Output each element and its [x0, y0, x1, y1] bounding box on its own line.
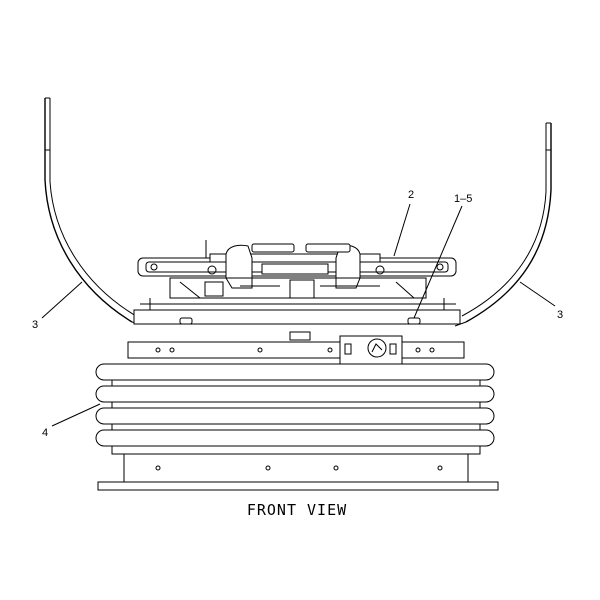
callout-seat-top-assembly: 2	[408, 189, 414, 201]
callout-left-side-panel: 3	[32, 319, 38, 331]
bellows	[95, 363, 495, 455]
seat-top-assembly	[137, 240, 457, 299]
seat-base-plate	[127, 298, 465, 365]
leader-lines	[41, 203, 556, 427]
callout-right-side-panel: 3	[557, 309, 563, 321]
callout-bellows: 4	[42, 427, 48, 439]
right-side-panel	[454, 122, 552, 327]
left-side-panel	[44, 97, 141, 325]
seat-bottom-base	[97, 453, 499, 491]
callout-latch-mechanism: 1–5	[454, 193, 472, 205]
view-caption: FRONT VIEW	[247, 501, 347, 519]
